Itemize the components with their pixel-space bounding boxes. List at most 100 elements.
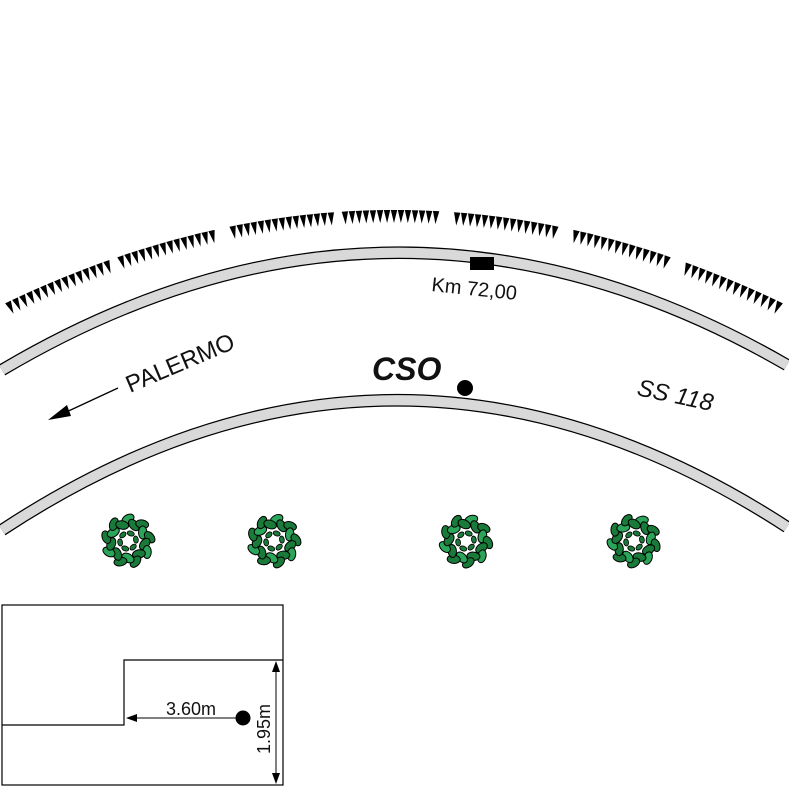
tree-leaf	[632, 530, 641, 537]
embankment-tick-icon	[524, 220, 531, 234]
inner-road	[0, 394, 789, 536]
embankment-tick-icon	[82, 267, 90, 282]
embankment-tick-icon	[180, 236, 187, 250]
embankment-tick-icon	[348, 210, 356, 225]
embankment-tick-icon	[649, 250, 657, 264]
tree-icon	[438, 514, 494, 569]
station-label: CSO	[372, 351, 441, 387]
embankment-tick-icon	[635, 246, 643, 260]
embankment-tick-icon	[774, 300, 783, 314]
embankment-tick-icon	[355, 210, 363, 224]
embankment-tick-icon	[229, 225, 236, 239]
embankment-ticks	[5, 209, 783, 314]
embankment-tick-icon	[145, 246, 153, 260]
embankment-tick-icon	[383, 209, 391, 223]
embankment-tick-icon	[75, 270, 83, 284]
tree-leaf	[115, 520, 130, 530]
inset-vertical-arrow-top-icon	[272, 661, 280, 672]
embankment-tick-icon	[390, 210, 398, 223]
embankment-tick-icon	[47, 281, 56, 295]
embankment-tick-icon	[68, 273, 77, 287]
embankment-tick-icon	[187, 234, 194, 249]
tree-icon	[101, 513, 156, 568]
tree-leaf	[457, 518, 471, 530]
embankment-tick-icon	[608, 238, 615, 252]
outer-road	[0, 246, 789, 376]
tree-leaf	[623, 538, 629, 547]
embankment-tick-icon	[12, 297, 21, 311]
tree-leaf	[263, 519, 278, 530]
embankment-tick-icon	[538, 222, 545, 237]
tree-leaf	[129, 543, 137, 551]
embankment-tick-icon	[531, 221, 538, 236]
inset-vertical-distance: 1.95m	[254, 704, 274, 754]
embankment-tick-icon	[503, 217, 510, 231]
tree-leaf	[639, 535, 645, 544]
embankment-tick-icon	[580, 231, 587, 245]
tree-leaf	[464, 530, 473, 537]
embankment-tick-icon	[642, 248, 650, 262]
embankment-tick-icon	[684, 262, 692, 276]
embankment-tick-icon	[615, 240, 622, 254]
embankment-tick-icon	[517, 219, 524, 233]
embankment-tick-icon	[663, 255, 671, 269]
embankment-tick-icon	[496, 216, 503, 230]
embankment-tick-icon	[320, 212, 327, 226]
inner-road-surface	[0, 395, 789, 535]
tree-leaf	[635, 543, 643, 551]
tree-leaf	[471, 535, 477, 544]
embankment-tick-icon	[26, 290, 35, 305]
embankment-tick-icon	[510, 218, 517, 232]
embankment-tick-icon	[264, 219, 271, 233]
inset-detail: 3.60m 1.95m	[1, 604, 284, 786]
embankment-tick-icon	[454, 212, 461, 226]
embankment-tick-icon	[208, 229, 215, 244]
embankment-tick-icon	[404, 210, 412, 224]
tree-leaf	[121, 545, 130, 552]
embankment-tick-icon	[489, 215, 496, 229]
inset-station-dot-icon	[235, 710, 251, 726]
embankment-tick-icon	[292, 215, 299, 229]
embankment-tick-icon	[725, 278, 734, 293]
embankment-tick-icon	[40, 284, 49, 298]
station-dot-icon	[457, 380, 473, 396]
embankment-tick-icon	[117, 255, 125, 269]
tree-leaf	[272, 530, 281, 537]
embankment-tick-icon	[418, 210, 426, 224]
embankment-tick-icon	[746, 287, 755, 301]
embankment-tick-icon	[461, 212, 468, 226]
embankment-tick-icon	[587, 233, 594, 247]
tree-leaf	[133, 535, 139, 544]
tree-leaf	[275, 543, 283, 551]
embankment-tick-icon	[33, 287, 42, 301]
km-marker-label: Km 72,00	[430, 274, 517, 305]
embankment-tick-icon	[425, 210, 433, 224]
embankment-tick-icon	[362, 210, 370, 224]
embankment-tick-icon	[760, 294, 769, 308]
embankment-tick-icon	[54, 278, 63, 293]
embankment-tick-icon	[718, 275, 727, 290]
embankment-tick-icon	[327, 212, 334, 226]
embankment-tick-icon	[482, 214, 489, 229]
tree-leaf	[457, 531, 465, 539]
tree-leaf	[279, 535, 285, 544]
embankment-tick-icon	[5, 300, 14, 314]
embankment-tick-icon	[411, 210, 419, 224]
embankment-tick-icon	[159, 242, 166, 256]
tree-leaf	[625, 531, 633, 539]
embankment-tick-icon	[698, 267, 706, 282]
embankment-tick-icon	[250, 221, 257, 236]
embankment-tick-icon	[691, 265, 699, 279]
embankment-tick-icon	[131, 250, 139, 264]
embankment-tick-icon	[628, 244, 636, 258]
embankment-tick-icon	[468, 213, 475, 227]
tree-leaf	[263, 538, 269, 547]
embankment-tick-icon	[96, 262, 104, 276]
embankment-tick-icon	[173, 238, 180, 252]
tree-leaf	[119, 531, 127, 539]
tree-leaf	[265, 531, 273, 539]
embankment-tick-icon	[601, 236, 608, 250]
tree-row	[101, 513, 661, 569]
embankment-tick-icon	[243, 222, 250, 237]
